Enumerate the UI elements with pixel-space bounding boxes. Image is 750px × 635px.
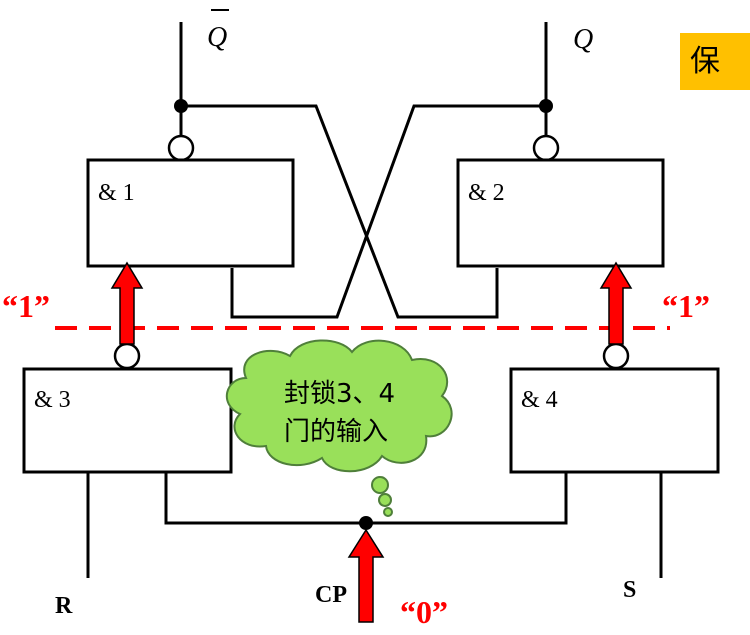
gate-2-label: & 2 [468, 180, 505, 206]
cp-junction-dot [359, 516, 373, 530]
arrow-up-left [110, 261, 144, 345]
gate-1-box [86, 158, 295, 268]
left-high-level-label: “1” [2, 288, 50, 324]
callout-line-2: 门的输入 [284, 417, 388, 447]
gate-3-box [22, 367, 233, 474]
hold-state-tag-text: 保 [690, 44, 720, 79]
arrow-up-cp [347, 528, 385, 623]
junction-dot-qbar [174, 99, 188, 113]
junction-dot-q [539, 99, 553, 113]
gate3-inversion-bubble [113, 342, 141, 370]
q-bar-label: Q [207, 22, 227, 53]
gate-4-box [509, 367, 720, 474]
right-high-level-label: “1” [662, 288, 710, 324]
arrow-up-right [599, 261, 633, 345]
r-input-label: R [55, 593, 73, 619]
output-wires [179, 22, 548, 319]
red-arrows [110, 261, 633, 623]
gate4-inversion-bubble [602, 342, 630, 370]
hold-state-tag: 保 [680, 33, 750, 90]
q-bar-label-group: Q [207, 9, 229, 53]
callout-cloud [225, 339, 453, 517]
gate-4-label: & 4 [521, 387, 558, 413]
gate-3-label: & 3 [34, 387, 71, 413]
gate-2-box [456, 158, 665, 268]
gate-1-label: & 1 [98, 180, 135, 206]
gate2-inversion-bubble [532, 134, 560, 162]
s-input-label: S [623, 577, 636, 603]
cp-low-level-label: “0” [400, 594, 448, 630]
q-label: Q [573, 24, 593, 55]
gate1-inversion-bubble [167, 134, 195, 162]
cp-input-label: CP [315, 582, 347, 608]
callout-line-1: 封锁3、4 [284, 379, 395, 409]
